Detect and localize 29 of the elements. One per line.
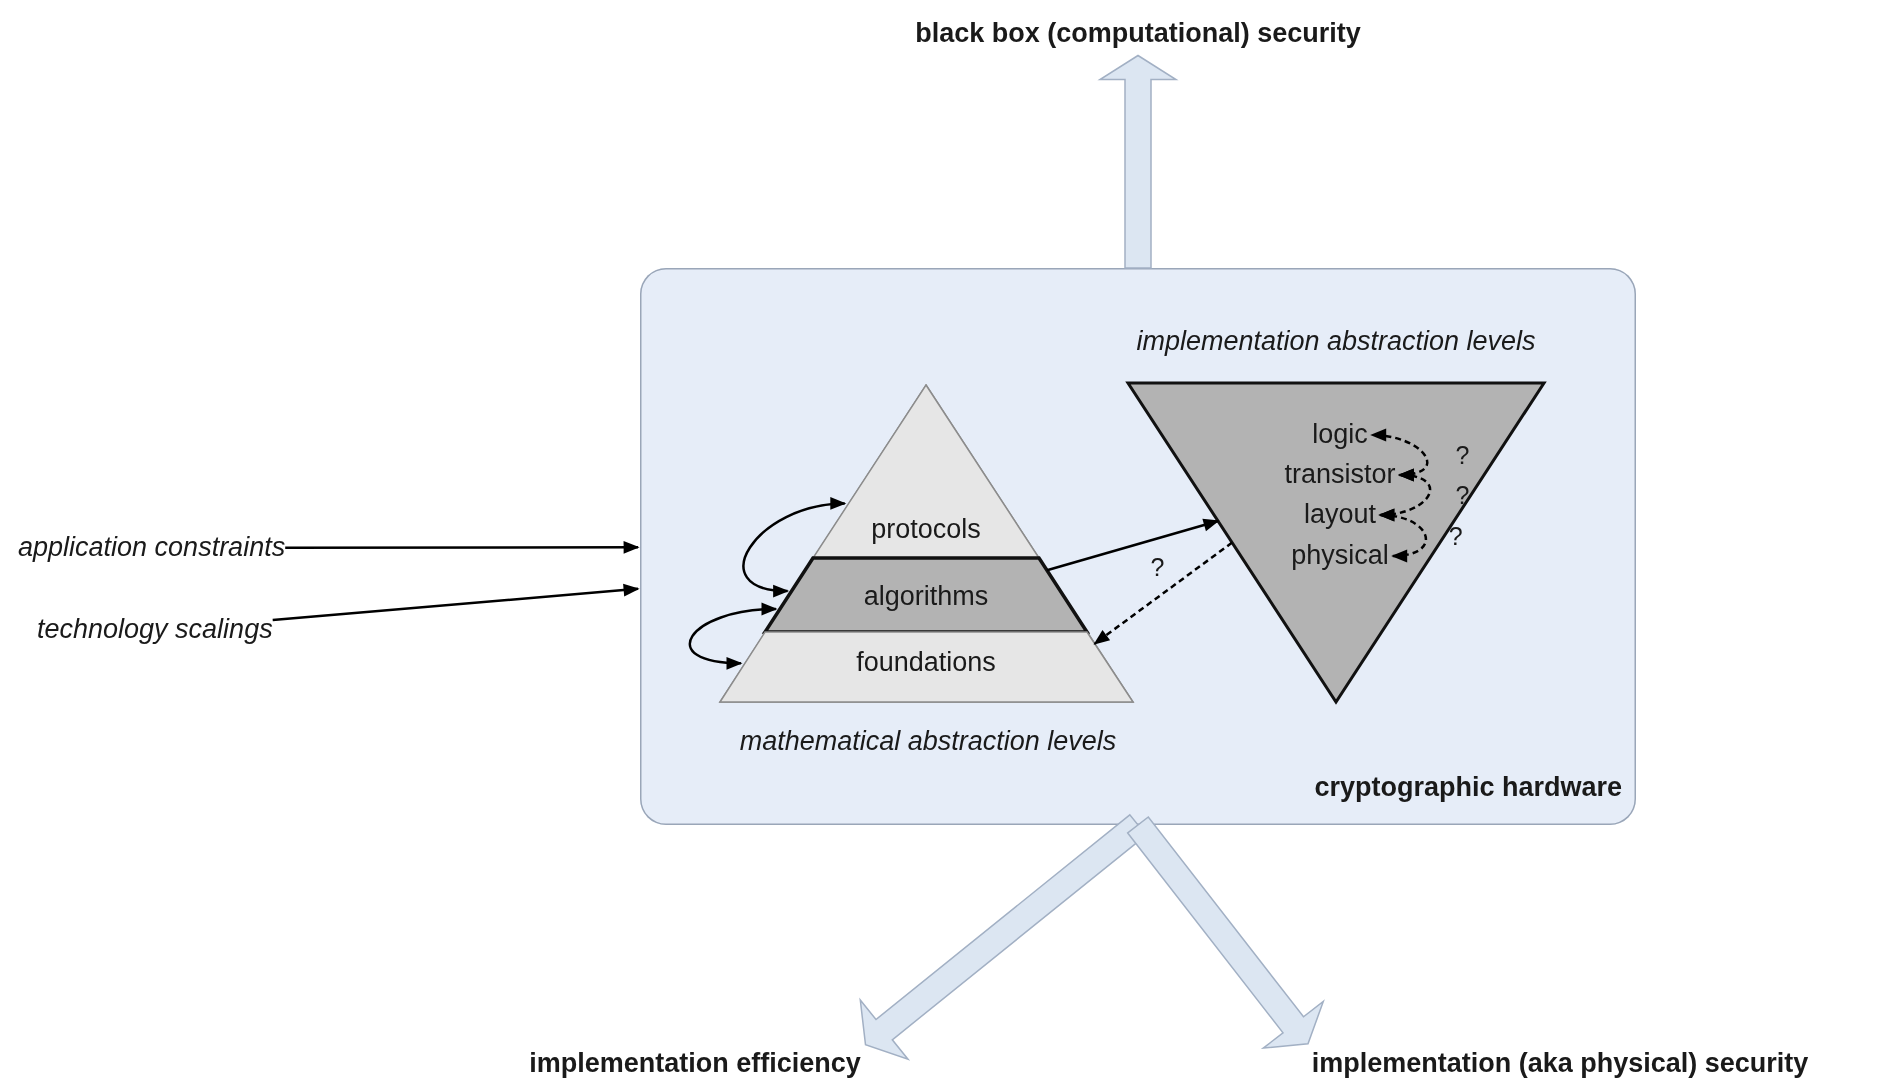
arrow [1378,509,1427,562]
level-label: transistor [1284,459,1396,491]
level-label: algorithms [863,581,989,613]
arrow [1093,541,1233,645]
level-label: protocols [871,514,981,546]
hardware-panel [640,268,1636,825]
arrow [272,583,640,622]
goal-heading: implementation efficiency [529,1048,861,1080]
arrow [742,498,847,597]
level-label: logic [1312,419,1368,451]
goal-heading: black box (computational) security [915,18,1361,50]
level-label: physical [1291,540,1389,572]
level-group-caption: implementation abstraction levels [1136,326,1536,358]
edge-label: ? [1149,552,1166,582]
block-arrow [1126,815,1325,1050]
arrow [1046,518,1220,572]
level-label: layout [1303,499,1377,531]
level-label: foundations [856,647,996,679]
level-group-caption: mathematical abstraction levels [739,726,1117,758]
edge-label: ? [1454,480,1471,510]
goal-heading: implementation (aka physical) security [1311,1048,1809,1080]
panel-title: cryptographic hardware [1314,771,1622,803]
edge-label: ? [1454,440,1471,470]
arrow [688,603,778,669]
arrow [285,540,640,554]
edge-label: ? [1447,521,1464,550]
input-label: application constraints [18,532,286,564]
input-label: technology scalings [37,614,273,646]
block-arrow [1097,54,1179,269]
